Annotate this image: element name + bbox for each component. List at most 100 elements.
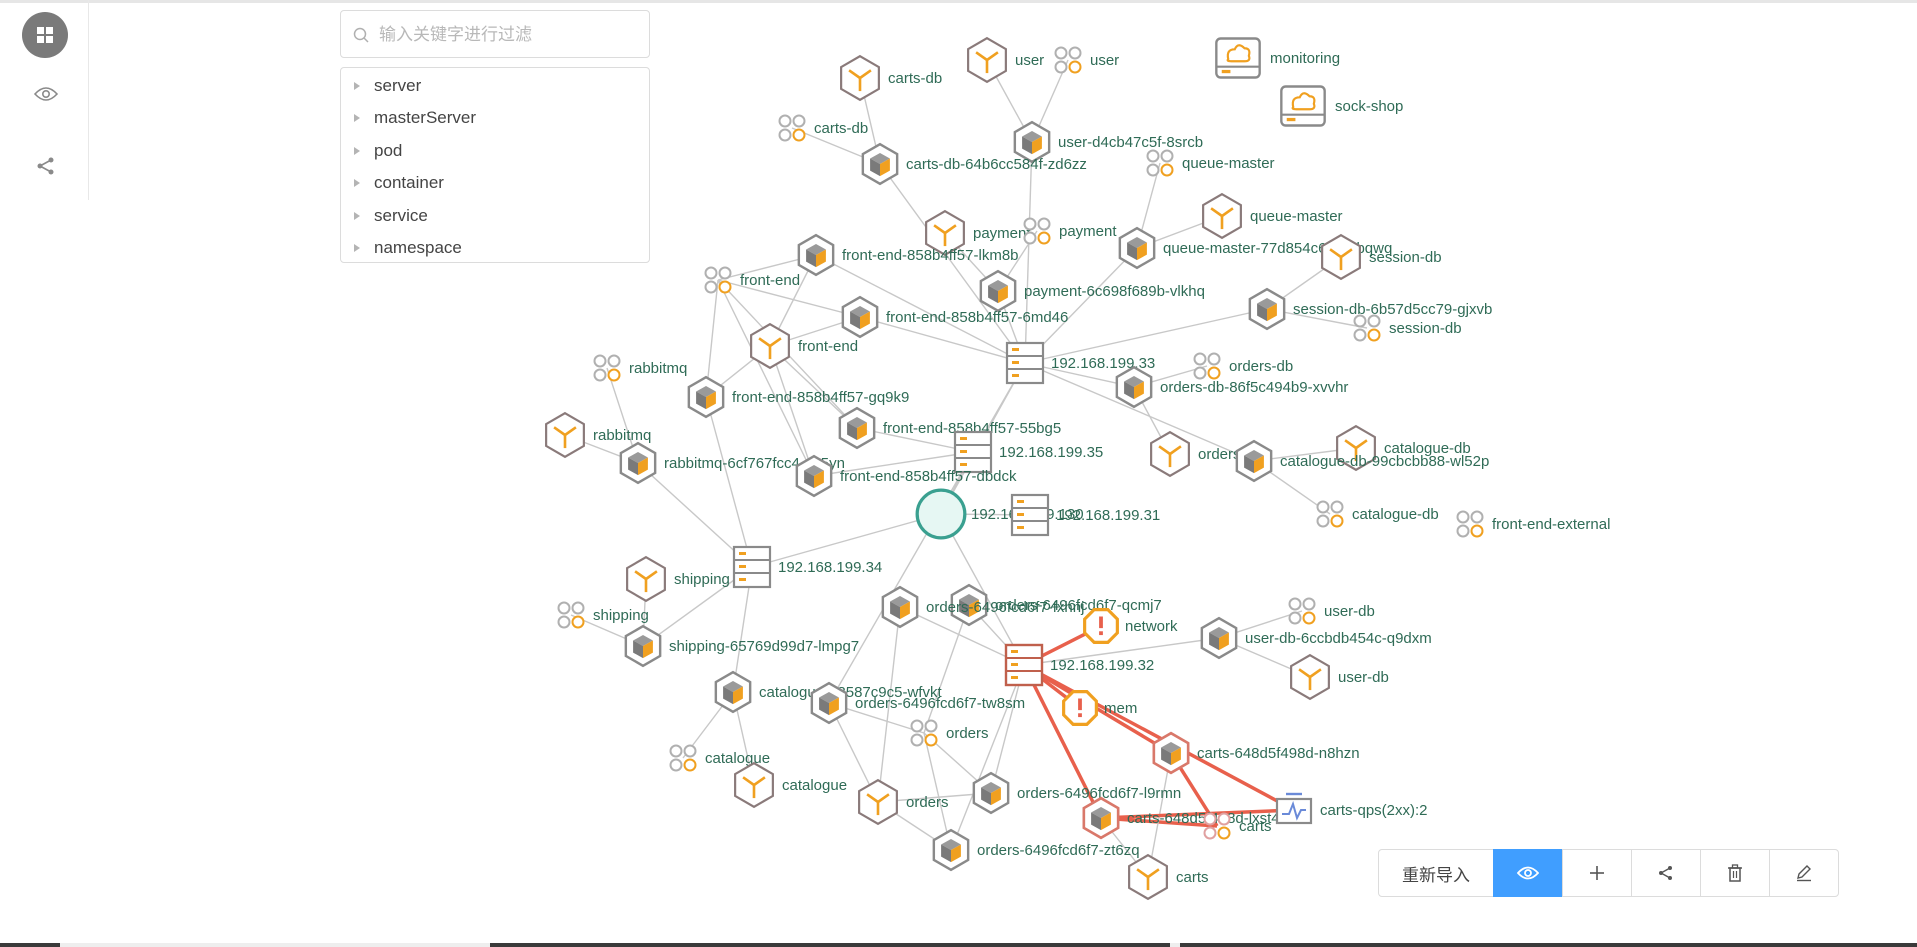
graph-node-cluster[interactable]: sock-shop	[1280, 85, 1403, 127]
graph-node-pod[interactable]: orders-6496fcd6f7-tw8sm	[810, 681, 1025, 725]
graph-node-label: carts	[1176, 869, 1209, 886]
expand-arrow-icon[interactable]	[354, 179, 360, 187]
delete-button[interactable]	[1700, 849, 1770, 897]
graph-node-namespace[interactable]: orders	[910, 719, 989, 747]
expand-arrow-icon[interactable]	[354, 244, 360, 252]
graph-node-pod[interactable]: front-end-858b4ff57-lkm8b	[797, 233, 1019, 277]
filter-input[interactable]	[377, 21, 641, 49]
view-toggle-button[interactable]	[33, 86, 59, 107]
share-graph-button[interactable]	[1631, 849, 1701, 897]
graph-node-label: user-d4cb47c5f-8srcb	[1058, 134, 1203, 151]
graph-node-namespace[interactable]: front-end-external	[1456, 510, 1611, 538]
tree-node-pod[interactable]: pod	[341, 137, 649, 165]
tree-node-service[interactable]: service	[341, 202, 649, 230]
graph-node-pod-alert[interactable]: carts-648d5f498d-lxst4	[1082, 796, 1280, 840]
graph-node-pod[interactable]: shipping-65769d99d7-lmpg7	[624, 624, 859, 668]
graph-edge	[1023, 663, 1295, 812]
expand-arrow-icon[interactable]	[354, 82, 360, 90]
graph-node-service[interactable]: front-end	[749, 322, 858, 370]
graph-node-server[interactable]: 192.168.199.33	[1005, 341, 1155, 385]
graph-node-namespace[interactable]: user-db	[1288, 597, 1375, 625]
graph-node-pod[interactable]: front-end-858b4ff57-55bg5	[838, 406, 1061, 450]
expand-arrow-icon[interactable]	[354, 114, 360, 122]
graph-node-pod[interactable]: user-db-6ccbdb454c-q9dxm	[1200, 616, 1432, 660]
graph-edge	[1024, 362, 1255, 462]
graph-node-pod-alert[interactable]: carts-648d5f498d-n8hzn	[1152, 731, 1360, 775]
graph-node-service[interactable]: shipping	[625, 555, 730, 603]
graph-node-service[interactable]: rabbitmq	[544, 411, 651, 459]
graph-node-label: carts-648d5f498d-n8hzn	[1197, 745, 1360, 762]
graph-node-label: carts-db	[888, 70, 942, 87]
graph-node-namespace-alert[interactable]: carts	[1203, 812, 1272, 840]
graph-node-pod[interactable]: catalogue-db-99cbcbb88-wl52p	[1235, 439, 1489, 483]
graph-node-namespace[interactable]: orders-db	[1193, 352, 1294, 380]
trash-icon	[1728, 864, 1742, 882]
graph-node-pod[interactable]: front-end-858b4ff57-dbdck	[795, 454, 1017, 498]
add-node-button[interactable]	[1562, 849, 1632, 897]
graph-node-pod[interactable]: orders-6496fcd6f7-zt6zq	[932, 828, 1140, 872]
graph-node-pod[interactable]: front-end-858b4ff57-gq9k9	[687, 375, 910, 419]
service-icon	[857, 778, 899, 826]
graph-node-pod[interactable]: carts-db-64b6cc584f-zd6zz	[861, 142, 1087, 186]
share-button[interactable]	[36, 156, 56, 181]
graph-node-namespace[interactable]: payment	[1023, 217, 1118, 245]
graph-node-pod[interactable]: front-end-858b4ff57-6md46	[841, 295, 1069, 339]
alert-icon	[1083, 608, 1119, 644]
graph-node-namespace[interactable]: queue-master	[1146, 149, 1275, 177]
reimport-button[interactable]: 重新导入	[1378, 849, 1494, 897]
graph-node-label: carts-db	[814, 120, 868, 137]
graph-node-service[interactable]: carts	[1127, 853, 1209, 901]
graph-node-pod[interactable]: payment-6c698f689b-vlkhq	[979, 269, 1205, 313]
expand-arrow-icon[interactable]	[354, 147, 360, 155]
graph-node-server[interactable]: 192.168.199.34	[732, 545, 882, 589]
graph-node-pod[interactable]: orders-6496fcd6f7-fxhnj	[881, 585, 1085, 629]
graph-node-service[interactable]: queue-master	[1201, 192, 1343, 240]
view-mode-button[interactable]	[1493, 849, 1563, 897]
graph-node-namespace[interactable]: carts-db	[778, 114, 869, 142]
pod-icon	[838, 406, 876, 450]
tree-node-masterserver[interactable]: masterServer	[341, 104, 649, 132]
graph-node-pod[interactable]: user-d4cb47c5f-8srcb	[1013, 120, 1203, 164]
graph-node-pod[interactable]: session-db-6b57d5cc79-gjxvb	[1248, 287, 1492, 331]
graph-node-namespace[interactable]: session-db	[1353, 314, 1462, 342]
graph-node-server-alert[interactable]: 192.168.199.32	[1004, 643, 1154, 687]
menu-button[interactable]	[22, 12, 68, 58]
graph-node-service[interactable]: catalogue-db	[1335, 424, 1471, 472]
graph-node-service[interactable]: session-db	[1320, 233, 1442, 281]
graph-node-label: shipping	[593, 607, 649, 624]
graph-node-namespace[interactable]: catalogue-db	[1316, 500, 1439, 528]
tree-node-namespace[interactable]: namespace	[341, 234, 649, 262]
graph-node-service[interactable]: orders	[857, 778, 949, 826]
graph-node-service[interactable]: payment	[924, 209, 1031, 257]
graph-node-service[interactable]: carts-db	[839, 54, 942, 102]
tree-node-container[interactable]: container	[341, 169, 649, 197]
graph-node-pod[interactable]: orders-6496fcd6f7-l9rmn	[972, 771, 1181, 815]
graph-node-pod[interactable]: orders-db-86f5c494b9-xvvhr	[1115, 365, 1349, 409]
expand-arrow-icon[interactable]	[354, 212, 360, 220]
graph-node-service[interactable]: user	[966, 36, 1044, 84]
graph-node-namespace[interactable]: front-end	[704, 266, 801, 294]
graph-node-namespace[interactable]: user	[1054, 46, 1120, 74]
graph-node-service[interactable]: user-db	[1289, 653, 1389, 701]
edit-button[interactable]	[1769, 849, 1839, 897]
graph-node-alert[interactable]: network	[1083, 608, 1178, 644]
graph-node-metric[interactable]: carts-qps(2xx):2	[1275, 792, 1428, 825]
graph-node-namespace[interactable]: rabbitmq	[593, 354, 688, 382]
pod-icon	[687, 375, 725, 419]
graph-node-service[interactable]: catalogue	[733, 761, 847, 809]
graph-node-pod[interactable]: orders-6496fcd6f7-qcmj7	[950, 583, 1162, 627]
graph-node-label: sock-shop	[1335, 98, 1403, 115]
graph-node-label: rabbitmq	[629, 360, 687, 377]
resource-type-tree: server masterServer pod container servic…	[340, 67, 650, 263]
graph-node-alert[interactable]: mem	[1062, 690, 1138, 726]
graph-node-pod[interactable]: catalogue-68587c9c5-wfvkt	[714, 670, 943, 714]
bottom-border	[0, 943, 1917, 947]
graph-node-server[interactable]: 192.168.199.31	[1010, 493, 1160, 537]
graph-node-cluster[interactable]: monitoring	[1215, 37, 1340, 79]
graph-node-server[interactable]: 192.168.199.35	[953, 430, 1103, 474]
graph-node-namespace[interactable]: shipping	[557, 601, 649, 629]
tree-node-label: pod	[374, 141, 403, 160]
server-icon	[953, 430, 993, 474]
tree-node-server[interactable]: server	[341, 72, 649, 100]
